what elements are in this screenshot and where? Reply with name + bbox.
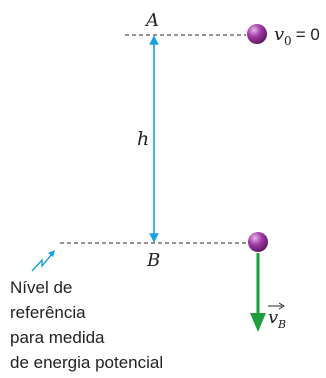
height-label: h [137,128,149,150]
point-a-label: A [144,10,159,31]
ball-at-a [247,24,267,44]
v0-subscript: 0 [284,34,292,48]
velocity-arrow [250,253,266,332]
caption-line-1: Nível de [10,278,72,297]
vb-symbol: v [268,307,278,328]
vb-subscript: B [277,318,286,331]
v0-symbol: v [274,24,284,45]
caption-line-3: para medida [10,328,105,347]
reference-pointer-head [48,250,55,257]
point-b-label: B [146,250,160,271]
v0-value: = 0 [291,25,320,44]
caption-line-2: referência [10,303,86,322]
caption-line-4: de energia potencial [10,353,163,372]
reference-pointer-icon [31,253,53,272]
initial-velocity-label: v 0 = 0 [274,24,320,48]
ball-at-b [248,232,268,252]
final-velocity-label: v B [268,302,286,331]
